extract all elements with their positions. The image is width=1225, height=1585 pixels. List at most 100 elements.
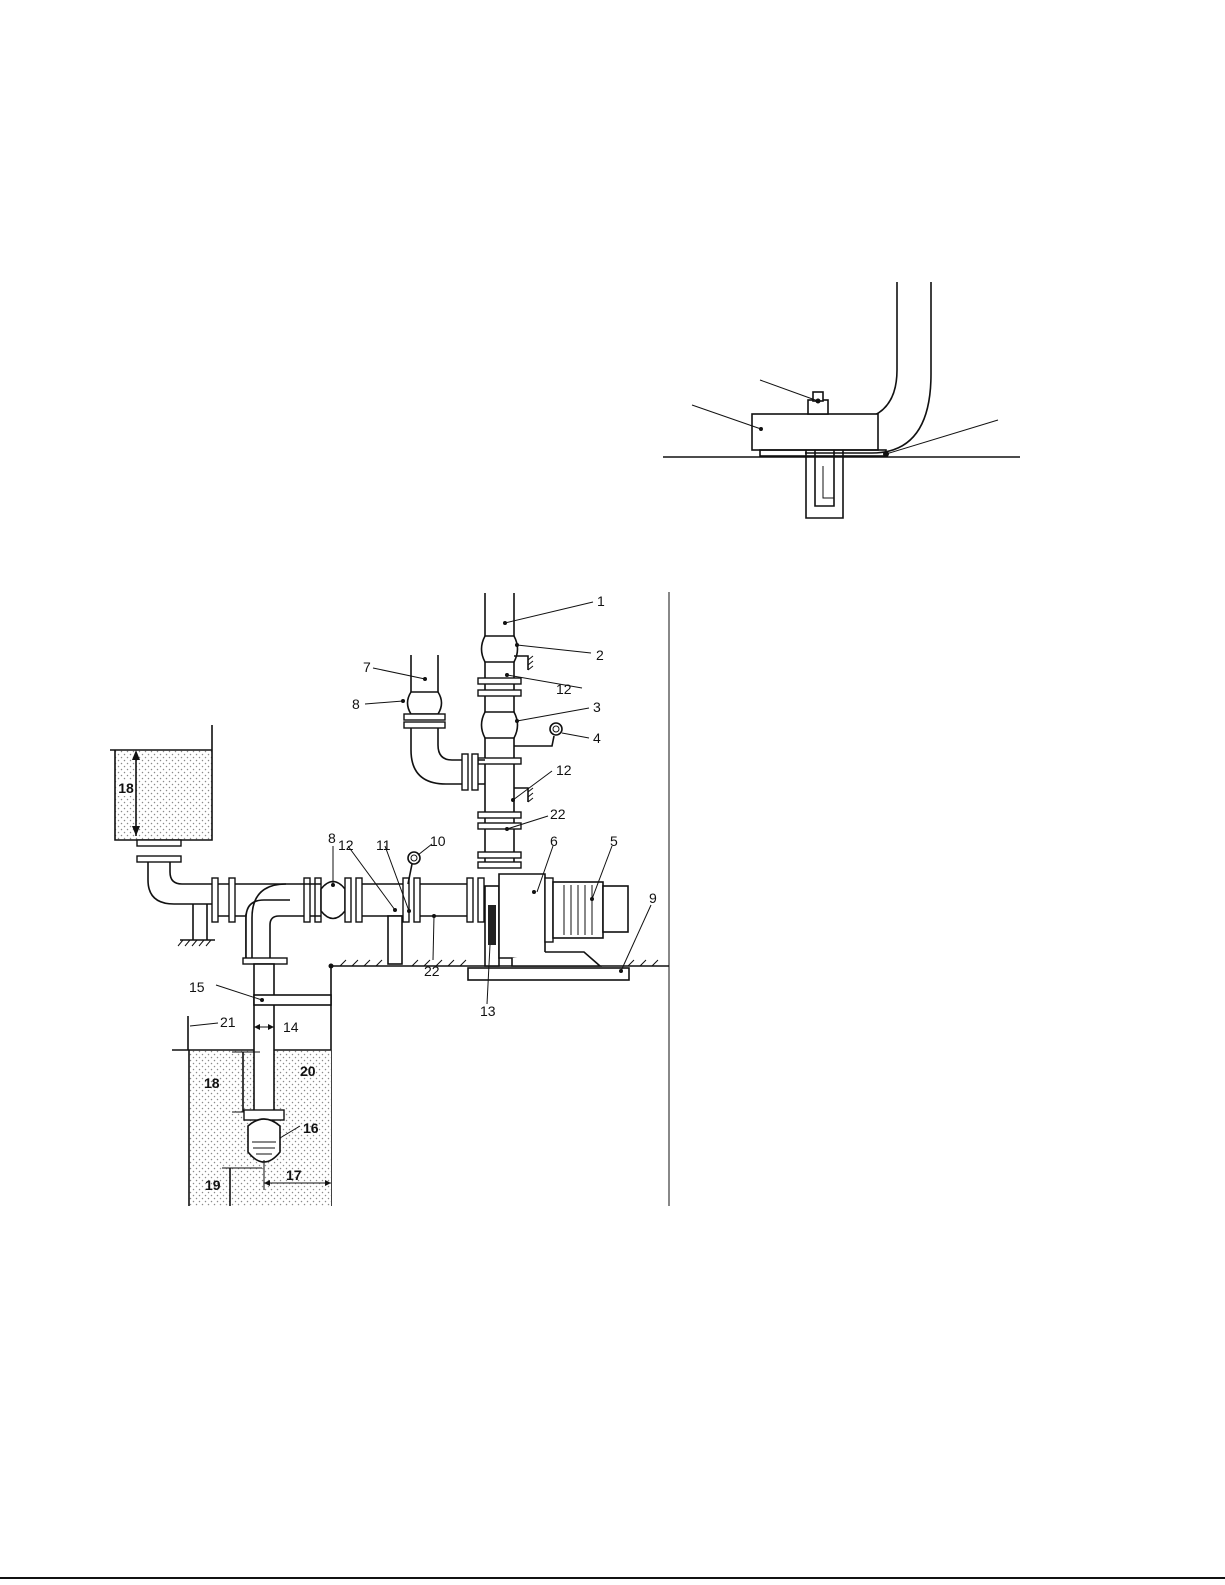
detail-anchor-bolt-outer (806, 450, 843, 518)
label-4: 4 (593, 730, 601, 746)
label-22a: 22 (550, 806, 566, 822)
bypass-elbow-outer (411, 728, 462, 784)
flange-v6 (478, 852, 521, 858)
installation-diagram: 18 (110, 592, 669, 1206)
flange-h8 (414, 878, 420, 922)
flange-h2 (229, 878, 235, 922)
gauge-4-stem (514, 736, 554, 746)
label-6: 6 (550, 833, 558, 849)
dot-3 (515, 719, 519, 723)
flange-v3 (478, 758, 521, 764)
pipe-support-left (193, 904, 207, 940)
pipe-support-12 (388, 916, 402, 964)
detail-leader-top-dot (816, 399, 821, 404)
foundation-9 (468, 968, 629, 980)
dot-8b (331, 883, 335, 887)
label-14: 14 (283, 1019, 299, 1035)
label-3: 3 (593, 699, 601, 715)
label-19: 19 (205, 1177, 221, 1193)
label-9: 9 (649, 890, 657, 906)
valve-3-body (482, 712, 518, 738)
dot-22a (505, 827, 509, 831)
bypass-elbow-inner (438, 728, 462, 760)
flange-v1 (478, 678, 521, 684)
label-1: 1 (597, 593, 605, 609)
label-17: 17 (286, 1167, 302, 1183)
gauge-10-dial (408, 852, 420, 864)
valve-2-body (482, 636, 518, 662)
motor-flange (545, 878, 553, 942)
detail-anchor-hook (823, 466, 834, 498)
leader-3 (517, 708, 589, 721)
flange-h1 (212, 878, 218, 922)
leader-22b (433, 916, 434, 960)
detail-leader-right (886, 420, 998, 454)
flange-v7 (478, 862, 521, 868)
flange-h9 (467, 878, 473, 922)
detail-drawing (663, 282, 1020, 518)
leader-7 (373, 668, 425, 679)
dot-12a (505, 673, 509, 677)
gauge-10-stem (408, 864, 412, 884)
flange-v5 (478, 823, 521, 829)
label-12b: 12 (556, 762, 572, 778)
gauge-4-dial (550, 723, 562, 735)
flange-h10 (478, 878, 484, 922)
foot-valve-16 (248, 1119, 280, 1162)
dot-22b (432, 914, 436, 918)
label-21: 21 (220, 1014, 236, 1030)
flange-h6 (356, 878, 362, 922)
label-12a: 12 (556, 681, 572, 697)
pump-seal (488, 905, 496, 945)
label-22b: 22 (424, 963, 440, 979)
leader-12b (513, 771, 552, 800)
label-5: 5 (610, 833, 618, 849)
leader-12c (348, 846, 395, 910)
flange-s1 (243, 958, 287, 964)
detail-leader-top (760, 380, 818, 401)
label-8b: 8 (328, 830, 336, 846)
label-10: 10 (430, 833, 446, 849)
suction-segment-b (362, 884, 403, 916)
suction-segment-c (420, 884, 467, 916)
detail-leader-right-dot (883, 451, 889, 457)
label-16: 16 (303, 1120, 319, 1136)
dot-12b (511, 798, 515, 802)
valve-8-bypass-body (408, 692, 442, 714)
dot-7 (423, 677, 427, 681)
leader-1 (505, 602, 593, 623)
label-7: 7 (363, 659, 371, 675)
dot-2 (515, 643, 519, 647)
label-18-upper: 18 (118, 780, 134, 796)
flange-h5 (345, 878, 351, 922)
label-8a: 8 (352, 696, 360, 712)
dot-11 (407, 909, 411, 913)
flange-v4 (478, 812, 521, 818)
pipe-support-left-hatch (178, 940, 211, 946)
dot-12c (393, 908, 397, 912)
leader-21 (190, 1023, 218, 1026)
label-12c: 12 (338, 837, 354, 853)
valve-8-body (321, 882, 345, 919)
pump-casing (499, 874, 545, 958)
detail-pipe-inner-wall (826, 282, 897, 421)
flange-b4 (472, 754, 478, 790)
suction-pipe-vertical (254, 964, 274, 1114)
label-11: 11 (376, 837, 391, 853)
motor-fan-cover (603, 886, 628, 932)
label-2: 2 (596, 647, 604, 663)
dot-8a (401, 699, 405, 703)
bypass-7-walls (411, 655, 438, 694)
leader-8a (365, 701, 403, 704)
label-15: 15 (189, 979, 205, 995)
flange-v2 (478, 690, 521, 696)
flange-h7 (403, 878, 409, 922)
label-20: 20 (300, 1063, 316, 1079)
tank-outlet-flange-b (137, 856, 181, 862)
dot-1 (503, 621, 507, 625)
leader-2 (517, 645, 591, 653)
detail-leader-left (692, 405, 761, 429)
flange-b2 (404, 722, 445, 728)
tank-elbow-outer (148, 862, 212, 904)
